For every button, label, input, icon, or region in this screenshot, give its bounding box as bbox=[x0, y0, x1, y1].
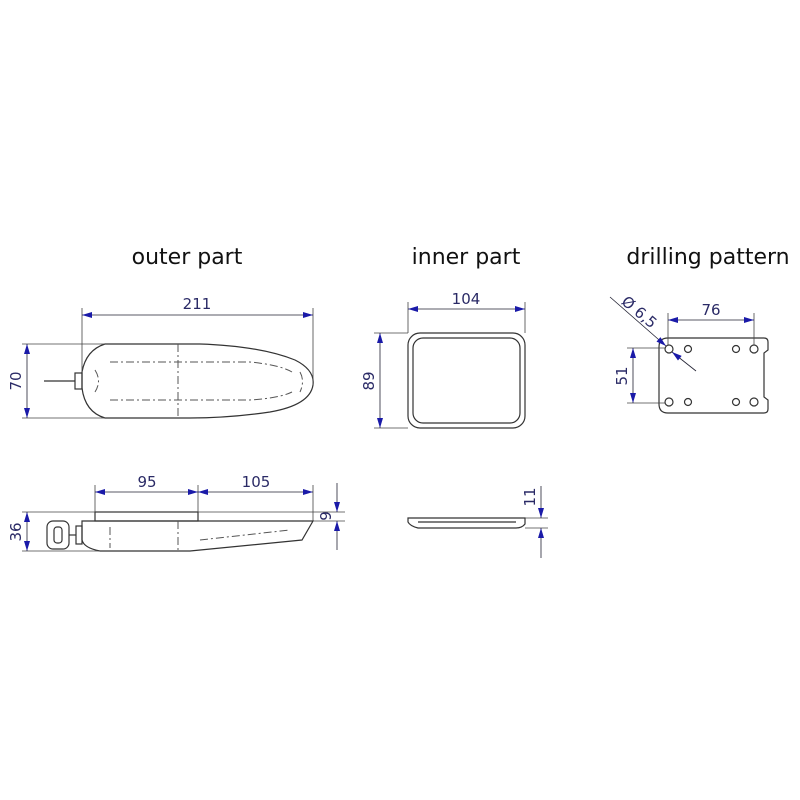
drilling-pattern: Ø 6,5 76 51 bbox=[609, 292, 769, 414]
dim-hole-spacing-x: 76 bbox=[701, 301, 720, 319]
dim-outer-height: 36 bbox=[7, 522, 25, 541]
inner-part-side-view: 11 bbox=[407, 486, 548, 558]
inner-part-top-view: 104 89 bbox=[360, 290, 526, 429]
outer-part-top-view: 211 70 bbox=[7, 295, 314, 419]
dim-inner-depth: 89 bbox=[360, 371, 378, 390]
title-inner-part: inner part bbox=[412, 245, 521, 270]
dim-outer-seg1: 95 bbox=[137, 473, 156, 491]
outer-part-side-view: 95 105 36 9 bbox=[7, 473, 345, 552]
dim-hole-spacing-y: 51 bbox=[613, 366, 631, 385]
dim-outer-step: 9 bbox=[317, 511, 335, 521]
dim-outer-length: 211 bbox=[183, 295, 212, 313]
mounting-holes bbox=[664, 344, 759, 407]
dim-hole-diameter: Ø 6,5 bbox=[618, 292, 661, 332]
title-outer-part: outer part bbox=[132, 245, 243, 270]
dim-outer-seg2: 105 bbox=[242, 473, 271, 491]
dim-outer-width: 70 bbox=[7, 371, 25, 390]
dim-inner-height: 11 bbox=[521, 487, 539, 506]
dim-inner-width: 104 bbox=[452, 290, 481, 308]
title-drilling-pattern: drilling pattern bbox=[626, 245, 789, 270]
